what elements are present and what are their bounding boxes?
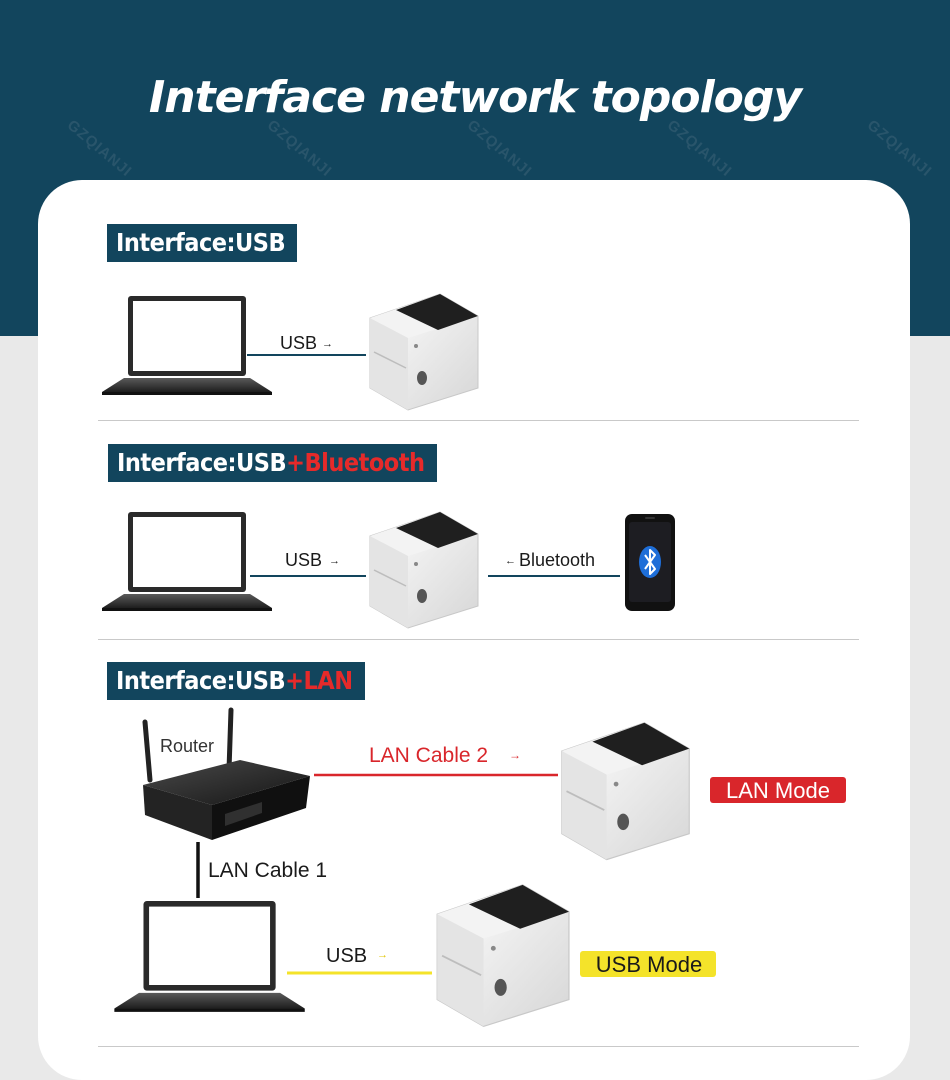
section-divider <box>98 639 859 640</box>
usb-mode-badge <box>580 951 716 977</box>
arrow-right-icon: → <box>322 338 333 350</box>
router-label: Router <box>160 736 214 756</box>
arrow-left-icon: ← <box>505 555 516 567</box>
usb-mode-label: USB Mode <box>596 952 702 977</box>
arrow-right-icon: → <box>509 748 521 762</box>
section-label-accent: +LAN <box>285 666 353 695</box>
section-label-main: Interface:USB <box>116 228 286 257</box>
section-label-usb-bluetooth: Interface:USB+Bluetooth <box>108 444 437 482</box>
usb-link-label: USB <box>285 550 322 570</box>
laptop-icon <box>102 512 272 611</box>
arrow-right-icon: → <box>377 949 388 961</box>
section-label-usb: Interface:USB <box>107 224 298 262</box>
printer-icon <box>369 511 479 629</box>
page-title: Interface network topology <box>148 72 802 123</box>
lan-mode-label: LAN Mode <box>726 778 830 803</box>
usb-link-label: USB <box>326 945 367 967</box>
arrow-right-icon: → <box>329 555 340 567</box>
section-divider <box>98 1046 859 1047</box>
bluetooth-icon <box>639 546 661 578</box>
printer-icon <box>436 883 570 1028</box>
section-label-main: Interface:USB <box>117 448 287 477</box>
lan-cable-1-label: LAN Cable 1 <box>208 859 327 882</box>
section-label-usb-lan: Interface:USB+LAN <box>107 662 365 700</box>
lan-mode-badge <box>710 777 846 803</box>
router-icon <box>142 707 310 840</box>
printer-icon <box>560 721 691 861</box>
section-label-accent: +Bluetooth <box>286 448 425 477</box>
laptop-icon <box>102 296 272 395</box>
lan-cable-2-label: LAN Cable 2 <box>369 744 488 767</box>
section-divider <box>98 420 859 421</box>
topology-diagram: USB → USB → ← Bluetooth Router LAN Cable… <box>102 293 846 1028</box>
laptop-icon <box>114 901 305 1012</box>
printer-icon <box>369 293 479 411</box>
section-label-main: Interface:USB <box>116 666 286 695</box>
bluetooth-link-label: Bluetooth <box>519 550 595 570</box>
usb-link-label: USB <box>280 333 317 353</box>
